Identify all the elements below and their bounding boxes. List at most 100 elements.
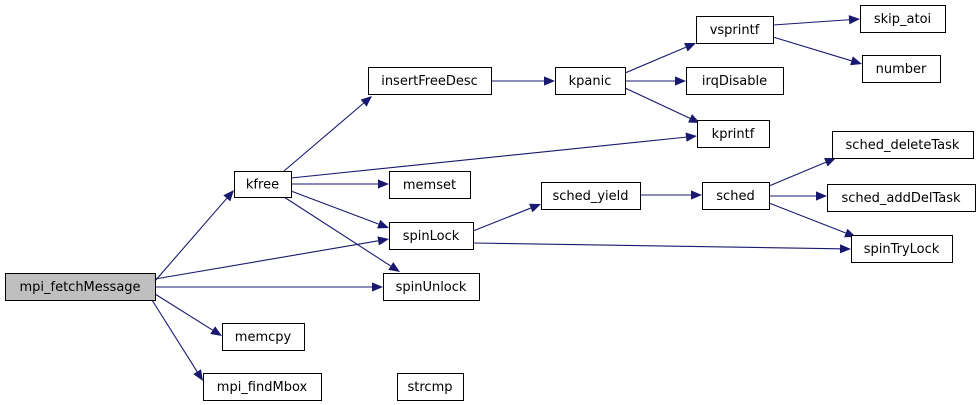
edge-line <box>154 240 379 280</box>
node-label: mpi_findMbox <box>217 380 308 395</box>
edge-kfree-to-kprintf <box>290 132 697 179</box>
node-memset[interactable]: memset <box>389 171 471 199</box>
node-number[interactable]: number <box>862 55 941 83</box>
edge-kfree-to-memset <box>291 179 389 189</box>
node-label: memset <box>403 178 456 193</box>
node-strcmp[interactable]: strcmp <box>397 373 464 401</box>
edge-line <box>151 299 198 372</box>
edge-line <box>768 202 846 234</box>
arrowhead-icon <box>839 244 851 254</box>
node-insertFreeDesc[interactable]: insertFreeDesc <box>368 67 492 95</box>
edge-line <box>624 46 687 74</box>
node-sched[interactable]: sched <box>702 182 770 210</box>
node-label: kprintf <box>712 127 755 142</box>
node-memcpy[interactable]: memcpy <box>222 323 305 351</box>
edge-vsprintf-to-number <box>772 36 862 66</box>
edge-mpi_fetchMessage-to-spinUnlock <box>155 282 383 292</box>
edge-line <box>472 242 841 250</box>
node-label: sched_deleteTask <box>846 138 960 153</box>
edge-kpanic-to-vsprintf <box>624 43 696 74</box>
node-box[interactable] <box>696 16 774 44</box>
edge-kfree-to-spinUnlock <box>283 196 400 272</box>
node-label: kfree <box>246 178 279 193</box>
node-label: mpi_fetchMessage <box>19 280 140 295</box>
node-box[interactable] <box>397 373 464 401</box>
node-label: number <box>876 62 927 77</box>
node-kfree[interactable]: kfree <box>234 171 292 198</box>
node-box[interactable] <box>389 171 471 199</box>
node-box[interactable] <box>686 67 784 95</box>
node-label: kpanic <box>569 74 612 89</box>
arrowhead-icon <box>377 219 389 229</box>
arrowhead-icon <box>360 96 372 107</box>
edge-line <box>290 136 687 179</box>
node-spinTryLock[interactable]: spinTryLock <box>851 235 953 263</box>
arrowhead-icon <box>377 236 389 246</box>
edge-line <box>154 293 213 331</box>
arrowhead-icon <box>388 262 400 272</box>
node-spinLock[interactable]: spinLock <box>389 222 474 250</box>
arrowhead-icon <box>684 43 696 52</box>
node-kprintf[interactable]: kprintf <box>697 120 770 148</box>
edge-line <box>772 36 852 62</box>
node-box[interactable] <box>203 373 322 401</box>
node-box[interactable] <box>222 323 305 351</box>
arrowhead-icon <box>372 282 383 292</box>
node-label: skip_atoi <box>874 12 931 27</box>
node-kpanic[interactable]: kpanic <box>555 67 626 95</box>
edge-line <box>772 19 850 26</box>
node-box[interactable] <box>541 182 641 210</box>
edge-line <box>283 196 392 267</box>
node-box[interactable] <box>368 67 492 95</box>
node-sched_deleteTask[interactable]: sched_deleteTask <box>832 131 974 159</box>
edge-line <box>624 87 691 119</box>
nodes-layer: mpi_fetchMessage kfree insertFreeDesc memse… <box>5 5 976 401</box>
node-box[interactable] <box>862 55 941 83</box>
node-sched_addDelTask[interactable]: sched_addDelTask <box>827 184 976 212</box>
node-spinUnlock[interactable]: spinUnlock <box>383 273 480 301</box>
edge-spinLock-to-sched_yield <box>472 203 541 232</box>
node-label: sched <box>716 189 754 204</box>
edge-vsprintf-to-skip_atoi <box>772 15 860 26</box>
edges-layer <box>151 15 862 381</box>
arrowhead-icon <box>193 369 203 381</box>
edge-spinLock-to-spinTryLock <box>472 242 851 254</box>
edge-line <box>283 102 364 172</box>
edge-mpi_fetchMessage-to-mpi_findMbox <box>151 299 203 381</box>
node-box[interactable] <box>851 235 953 263</box>
node-box[interactable] <box>832 131 974 159</box>
edge-sched-to-sched_addDelTask <box>769 191 827 201</box>
edge-line <box>472 207 531 232</box>
node-box[interactable] <box>860 5 946 33</box>
node-box[interactable] <box>5 273 156 301</box>
arrowhead-icon <box>816 191 827 201</box>
node-box[interactable] <box>702 182 770 210</box>
node-mpi_findMbox[interactable]: mpi_findMbox <box>203 373 322 401</box>
node-box[interactable] <box>234 171 292 198</box>
node-sched_yield[interactable]: sched_yield <box>541 182 641 210</box>
node-skip_atoi[interactable]: skip_atoi <box>860 5 946 33</box>
arrowhead-icon <box>675 76 686 86</box>
arrowhead-icon <box>848 15 860 25</box>
node-label: sched_yield <box>552 189 628 204</box>
node-irqDisable[interactable]: irqDisable <box>686 67 784 95</box>
arrowhead-icon <box>544 76 555 86</box>
arrowhead-icon <box>824 157 836 167</box>
edge-kfree-to-insertFreeDesc <box>283 96 372 172</box>
edge-insertFreeDesc-to-kpanic <box>491 76 555 86</box>
node-label: memcpy <box>235 330 292 345</box>
node-label: spinLock <box>403 229 460 244</box>
arrowhead-icon <box>210 326 222 336</box>
node-label: insertFreeDesc <box>381 74 478 89</box>
node-mpi_fetchMessage[interactable]: mpi_fetchMessage <box>5 273 156 301</box>
node-box[interactable] <box>827 184 976 212</box>
node-box[interactable] <box>389 222 474 250</box>
arrowhead-icon <box>850 56 862 66</box>
node-vsprintf[interactable]: vsprintf <box>696 16 774 44</box>
edge-mpi_fetchMessage-to-kfree <box>154 190 234 282</box>
node-box[interactable] <box>697 120 770 148</box>
node-box[interactable] <box>383 273 480 301</box>
edge-sched_yield-to-sched <box>640 190 702 200</box>
node-box[interactable] <box>555 67 626 95</box>
